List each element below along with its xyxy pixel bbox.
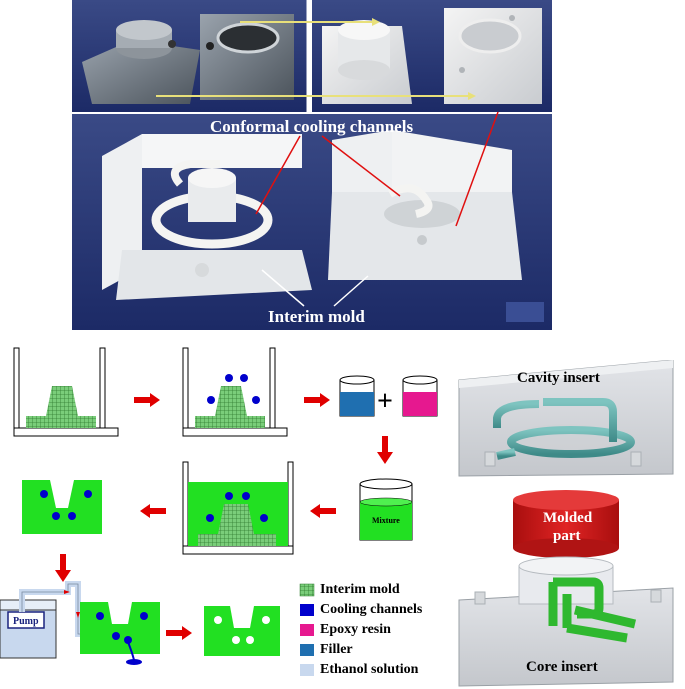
arrow-beakers-to-mixture (377, 436, 393, 464)
step1-container (13, 347, 119, 437)
legend-swatch-cooling-channels (300, 604, 314, 616)
callout-line-top (455, 111, 499, 227)
interim-mold-right (328, 130, 522, 280)
printed-cavity-block (444, 8, 542, 104)
step4-container (182, 461, 294, 555)
pump-tank (0, 599, 57, 659)
cavity-cooling-channel (493, 398, 635, 460)
photo-panel (72, 0, 552, 330)
cooling-channel-dot (252, 396, 260, 404)
arrow-step4-to-5 (140, 504, 166, 518)
cooling-channel-dot (207, 396, 215, 404)
callout-line-mold-right (333, 275, 369, 307)
mixture-label: Mixture (372, 516, 400, 525)
cooling-channel-dot (240, 374, 248, 382)
legend-label-interim-mold: Interim mold (320, 582, 400, 597)
legend-label-epoxy-resin: Epoxy resin (320, 622, 391, 637)
legend-swatch-epoxy-resin (300, 624, 314, 636)
filler-beaker (339, 375, 375, 417)
arrow-step6-to-7 (166, 626, 192, 640)
legend-swatch-ethanol-solution (300, 664, 314, 676)
core-insert-label: Core insert (526, 659, 598, 675)
printed-core-block (322, 20, 412, 104)
metal-core-block (82, 20, 200, 104)
inserts-panel (458, 360, 674, 687)
core-cooling-channel (548, 577, 637, 643)
epoxy-beaker (402, 375, 438, 417)
legend-swatch-filler (300, 644, 314, 656)
interim-mold-shape (26, 386, 96, 428)
callout-line-mold-left (261, 269, 305, 307)
metal-cavity-block (200, 14, 294, 100)
step2-container (182, 347, 288, 437)
legend-swatch-interim-mold (299, 583, 315, 597)
callout-interim-mold: Interim mold (268, 307, 365, 326)
molded-part (513, 490, 619, 558)
arrow-step2-to-3 (304, 393, 330, 407)
callout-line-right (321, 135, 401, 197)
mixture-beaker (359, 478, 413, 541)
callout-conformal-cooling-channels: Conformal cooling channels (210, 117, 414, 136)
legend-label-filler: Filler (320, 642, 353, 657)
final-part (204, 606, 280, 656)
molded-part-label-line2: part (553, 528, 581, 544)
pump-label: Pump (13, 616, 39, 627)
cavity-insert-label: Cavity insert (517, 370, 600, 386)
molded-part-label-line1: Molded (543, 510, 593, 526)
legend-label-ethanol-solution: Ethanol solution (320, 662, 419, 677)
legend-label-cooling-channels: Cooling channels (320, 602, 423, 617)
arrow-step5-to-6 (55, 554, 71, 582)
plus-sign: + (377, 386, 393, 417)
arrow-step1-to-2 (134, 393, 160, 407)
cooling-channel-dot (225, 374, 233, 382)
arrow-mixture-to-step4 (310, 504, 336, 518)
process-diagram: + Mixture Pump (0, 347, 438, 676)
interim-mold-left (102, 134, 312, 300)
callout-line-left (255, 135, 301, 215)
